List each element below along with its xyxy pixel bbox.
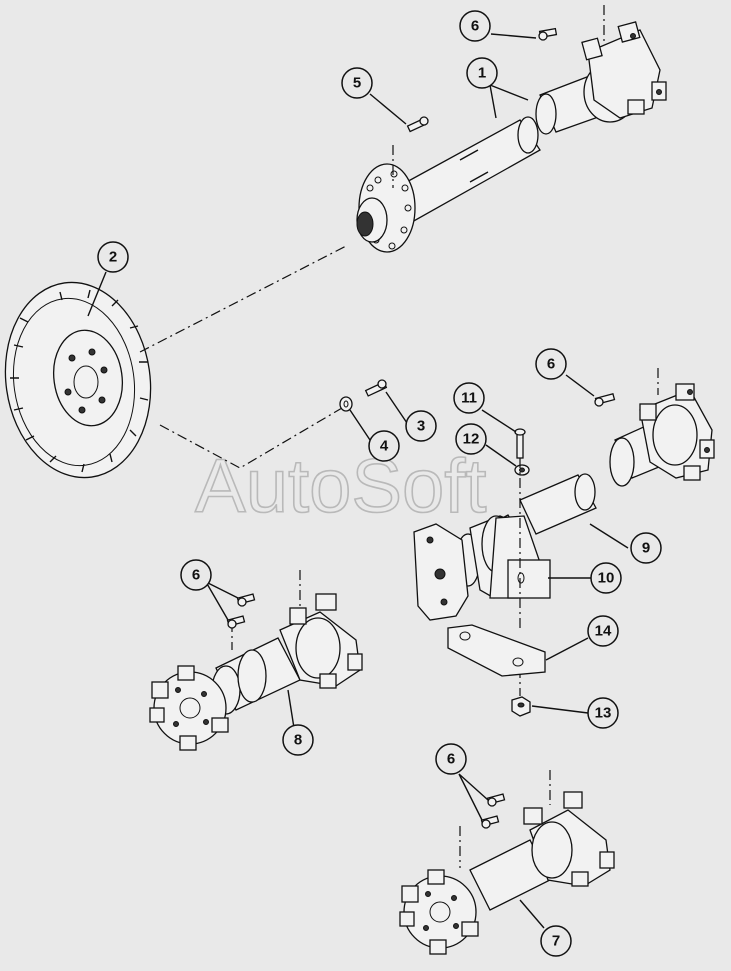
svg-text:6: 6 [471, 18, 479, 35]
callout-6-bottom: 6 [435, 743, 467, 775]
bolt-6-left-lower [226, 615, 246, 629]
svg-text:6: 6 [547, 356, 555, 373]
callout-6-top: 6 [459, 10, 491, 42]
callout-13: 13 [587, 697, 619, 729]
washer-4 [339, 396, 353, 412]
svg-text:1: 1 [478, 65, 486, 82]
bolt-6-bottom-upper [486, 793, 506, 807]
svg-text:13: 13 [595, 705, 612, 722]
bolt-11 [514, 428, 526, 459]
washer-12 [514, 464, 530, 476]
svg-text:6: 6 [192, 567, 200, 584]
svg-text:2: 2 [109, 249, 117, 266]
watermark-text: AutoSoft [195, 444, 487, 529]
centerline-flywheel-lower [159, 407, 343, 469]
bolt-5 [406, 116, 429, 133]
centerline-flywheel [139, 244, 349, 353]
bolt-6-bottom-lower [480, 815, 500, 829]
callout-3: 3 [405, 410, 437, 442]
callout-14: 14 [587, 615, 619, 647]
callout-2: 2 [97, 241, 129, 273]
shaft-1-with-flange [356, 116, 541, 253]
callout-6-right: 6 [535, 348, 567, 380]
callout-4: 4 [368, 430, 400, 462]
bracket-14 [447, 624, 546, 677]
callout-12: 12 [455, 423, 487, 455]
callout-7: 7 [540, 925, 572, 957]
bolt-3 [364, 379, 388, 397]
svg-text:5: 5 [353, 75, 361, 92]
callout-6-left: 6 [180, 559, 212, 591]
callout-1: 1 [466, 57, 498, 89]
drive-shaft-7 [399, 770, 615, 955]
nut-13 [511, 696, 531, 717]
svg-text:9: 9 [642, 540, 650, 557]
drive-shaft-8 [149, 570, 363, 751]
bolt-6-top [538, 27, 558, 41]
callout-5: 5 [341, 67, 373, 99]
svg-text:4: 4 [380, 438, 389, 455]
callout-8: 8 [282, 724, 314, 756]
callout-10: 10 [590, 562, 622, 594]
bolt-6-left-upper [236, 593, 256, 607]
svg-text:12: 12 [463, 431, 480, 448]
svg-text:10: 10 [598, 570, 615, 587]
svg-text:3: 3 [417, 418, 425, 435]
callout-9: 9 [630, 532, 662, 564]
flywheel-2 [4, 281, 152, 479]
svg-text:11: 11 [461, 390, 477, 407]
center-bearing-10 [413, 473, 597, 621]
svg-text:14: 14 [595, 623, 612, 640]
callout-11: 11 [453, 382, 485, 414]
svg-text:6: 6 [447, 751, 455, 768]
leader-lines [87, 33, 629, 929]
svg-text:7: 7 [552, 933, 560, 950]
svg-text:8: 8 [294, 732, 302, 749]
bolt-6-right [594, 392, 616, 407]
top-yoke-assembly [535, 5, 667, 135]
yoke-assembly-9 [609, 368, 715, 487]
